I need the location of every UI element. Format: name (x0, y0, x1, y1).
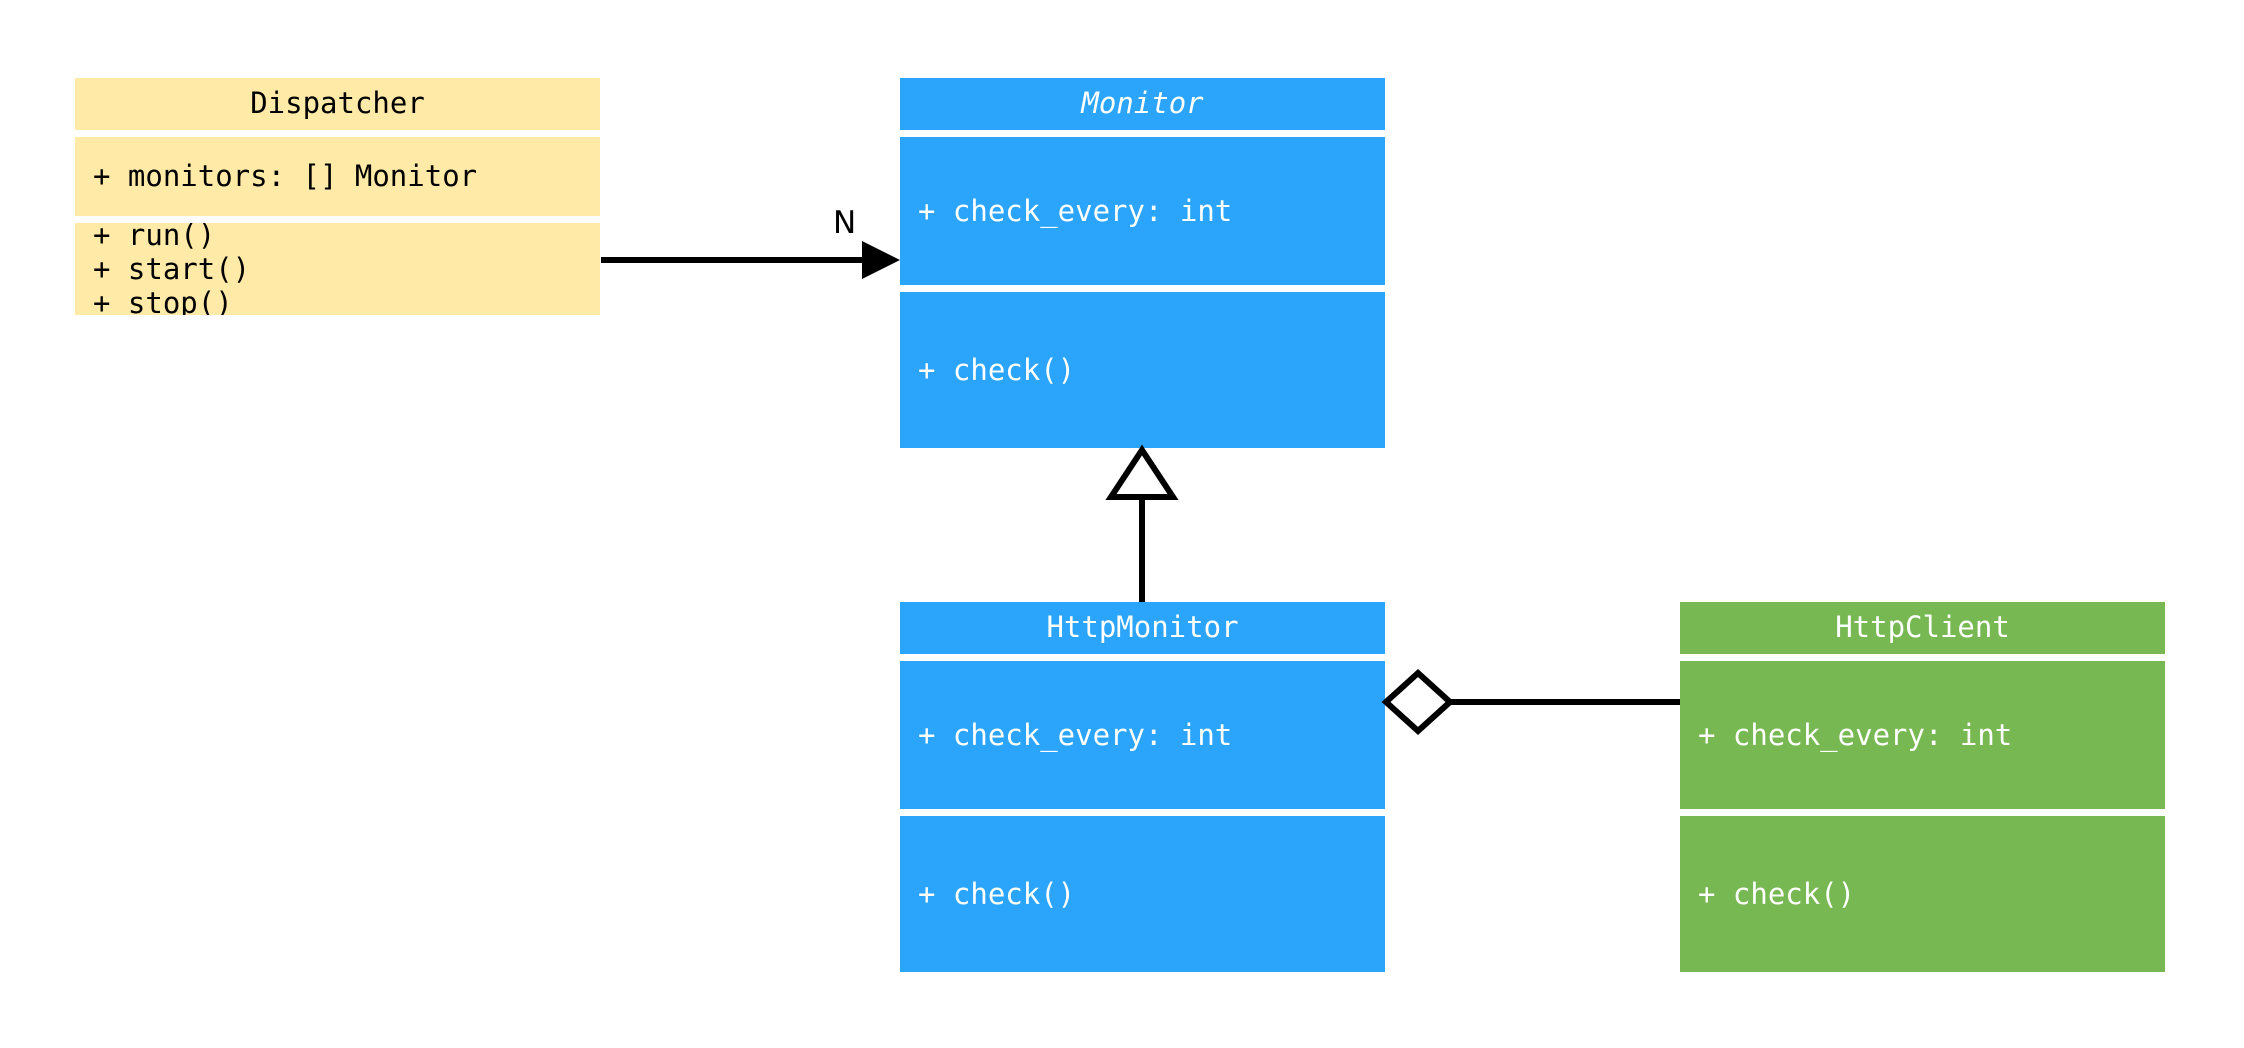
relationship-generalization-httpmonitor-monitor (1105, 444, 1179, 602)
class-title-compartment-monitor: Monitor (900, 78, 1385, 130)
class-attribute: + check_every: int (1698, 717, 2013, 752)
solid-arrow-head-icon (862, 241, 900, 279)
class-attributes-compartment-dispatcher: + monitors: [] Monitor (75, 137, 600, 216)
class-name-dispatcher: Dispatcher (250, 86, 425, 121)
class-methods-compartment-monitor: + check() (900, 292, 1385, 448)
class-box-httpclient[interactable]: HttpClient + check_every: int + check() (1680, 602, 2165, 972)
class-method: + check() (1698, 876, 1856, 911)
class-method: + stop() (93, 286, 233, 315)
class-attributes-compartment-httpmonitor: + check_every: int (900, 661, 1385, 809)
class-methods-compartment-httpclient: + check() (1680, 816, 2165, 972)
class-title-compartment-httpmonitor: HttpMonitor (900, 602, 1385, 654)
class-method: + check() (918, 352, 1076, 387)
class-attribute: + check_every: int (918, 717, 1233, 752)
class-method: + start() (93, 251, 251, 286)
class-attribute: + check_every: int (918, 193, 1233, 228)
association-multiplicity-label: N (833, 205, 857, 241)
class-method: + run() (93, 223, 216, 252)
class-box-httpmonitor[interactable]: HttpMonitor + check_every: int + check() (900, 602, 1385, 972)
hollow-diamond-head-icon (1381, 668, 1455, 736)
class-name-monitor: Monitor (1081, 86, 1204, 121)
relationship-aggregation-httpmonitor-httpclient (1381, 668, 1680, 736)
class-title-compartment-httpclient: HttpClient (1680, 602, 2165, 654)
class-methods-compartment-httpmonitor: + check() (900, 816, 1385, 972)
hollow-triangle-head-icon (1105, 444, 1179, 500)
class-title-compartment-dispatcher: Dispatcher (75, 78, 600, 130)
class-attributes-compartment-httpclient: + check_every: int (1680, 661, 2165, 809)
relationship-association-dispatcher-monitor (601, 241, 900, 279)
class-attributes-compartment-monitor: + check_every: int (900, 137, 1385, 285)
class-box-dispatcher[interactable]: Dispatcher + monitors: [] Monitor + run(… (75, 78, 600, 315)
class-box-monitor[interactable]: Monitor + check_every: int + check() (900, 78, 1385, 448)
class-attribute: + monitors: [] Monitor (93, 159, 478, 194)
class-name-httpmonitor: HttpMonitor (1046, 610, 1239, 645)
class-method: + check() (918, 876, 1076, 911)
class-name-httpclient: HttpClient (1835, 610, 2010, 645)
class-methods-compartment-dispatcher: + run() + start() + stop() (75, 223, 600, 315)
